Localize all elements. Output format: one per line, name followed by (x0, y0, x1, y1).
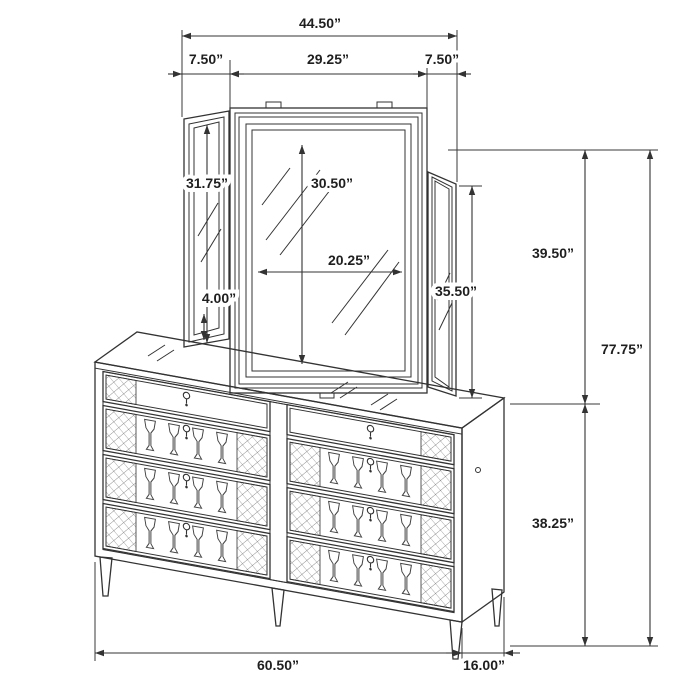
dim-label-mirror-glass-height: 30.50” (311, 175, 353, 191)
dresser-side-panel (461, 396, 505, 624)
drawer-row-4 (102, 502, 455, 613)
dim-label-mirror-center-width: 29.25” (307, 51, 349, 67)
dim-label-mirror-overall-width: 44.50” (299, 15, 341, 31)
dim-label-mirror-left-panel-height: 31.75” (186, 175, 228, 191)
frame-bottom-cap (319, 392, 335, 399)
dresser (93, 331, 506, 660)
frame-top-cap-left (265, 101, 282, 109)
drawer-knobs (182, 391, 375, 572)
dim-label-mirror-assembly-height: 39.50” (532, 245, 574, 261)
dim-label-mirror-frame-detail: 4.00” (202, 290, 236, 306)
side-knob (475, 467, 481, 473)
mirror-assembly (183, 101, 457, 399)
drawer-row-1 (102, 370, 455, 466)
dim-label-mirror-glass-width: 20.25” (328, 252, 370, 268)
mirror-right-panel (427, 171, 457, 397)
dresser-front-face (94, 361, 463, 623)
dresser-legs (99, 556, 503, 660)
drawer-row-3 (102, 453, 455, 564)
extension-lines (94, 30, 658, 661)
drawer-row-2 (102, 404, 455, 515)
frame-top-cap-right (376, 101, 393, 109)
dim-label-dresser-height: 38.25” (532, 515, 574, 531)
mirror-glass (251, 129, 406, 372)
dim-label-mirror-right-panel-width: 7.50” (425, 51, 459, 67)
glass-sheen-marks (261, 167, 400, 336)
dim-label-dresser-width: 60.50” (257, 657, 299, 673)
dim-label-overall-height: 77.75” (601, 341, 643, 357)
dim-label-dresser-depth: 16.00” (463, 657, 505, 673)
dimension-annotations: 44.50” 7.50” 29.25” 7.50” 31.75” 30.50” … (94, 11, 658, 677)
mirror-center-frame (229, 101, 428, 399)
dim-label-mirror-left-panel-width: 7.50” (189, 51, 223, 67)
dresser-top-surface (93, 331, 506, 429)
dim-label-mirror-right-panel-height: 35.50” (435, 283, 477, 299)
